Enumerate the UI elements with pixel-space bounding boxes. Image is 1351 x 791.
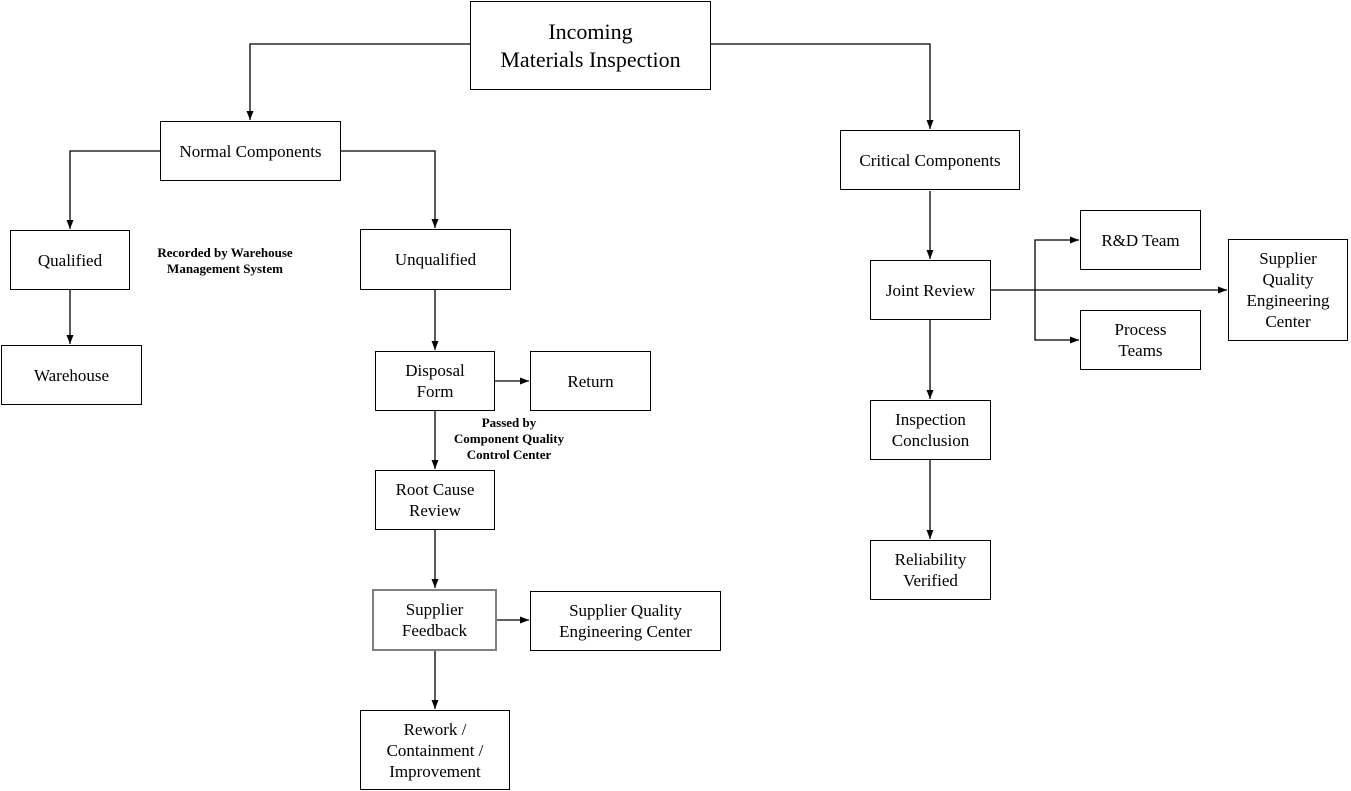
- node-rework-containment-improvement: Rework / Containment / Improvement: [360, 710, 510, 790]
- annotation-passed-by-cqcc: Passed by Component Quality Control Cent…: [453, 415, 565, 462]
- node-unqualified: Unqualified: [360, 229, 511, 290]
- node-warehouse: Warehouse: [1, 345, 142, 405]
- annotation-recorded-by-warehouse: Recorded by Warehouse Management System: [157, 245, 293, 276]
- node-qualified: Qualified: [10, 230, 130, 290]
- node-rd-team: R&D Team: [1080, 210, 1201, 270]
- connector-normal-qualified: [66, 150, 160, 229]
- connector-incoming-critical: [711, 43, 934, 129]
- connector-incoming-normal: [246, 43, 470, 120]
- node-normal-components: Normal Components: [160, 121, 341, 181]
- node-critical-components: Critical Components: [840, 130, 1020, 190]
- node-reliability-verified: Reliability Verified: [870, 540, 991, 600]
- connector-normal-unqualified: [341, 150, 439, 228]
- node-return: Return: [530, 351, 651, 411]
- node-root-cause-review: Root Cause Review: [375, 470, 495, 530]
- connector-joint-processteams: [1034, 290, 1079, 344]
- node-joint-review: Joint Review: [870, 260, 991, 320]
- node-disposal-form: Disposal Form: [375, 351, 495, 411]
- node-incoming-materials-inspection: Incoming Materials Inspection: [470, 1, 711, 90]
- node-process-teams: Process Teams: [1080, 310, 1201, 370]
- node-supplier-quality-engineering-center-left: Supplier Quality Engineering Center: [530, 591, 721, 651]
- node-supplier-feedback: Supplier Feedback: [372, 589, 497, 651]
- connector-joint-rdteam: [1034, 236, 1079, 290]
- node-supplier-quality-engineering-center-right: Supplier Quality Engineering Center: [1228, 239, 1348, 341]
- node-inspection-conclusion: Inspection Conclusion: [870, 400, 991, 460]
